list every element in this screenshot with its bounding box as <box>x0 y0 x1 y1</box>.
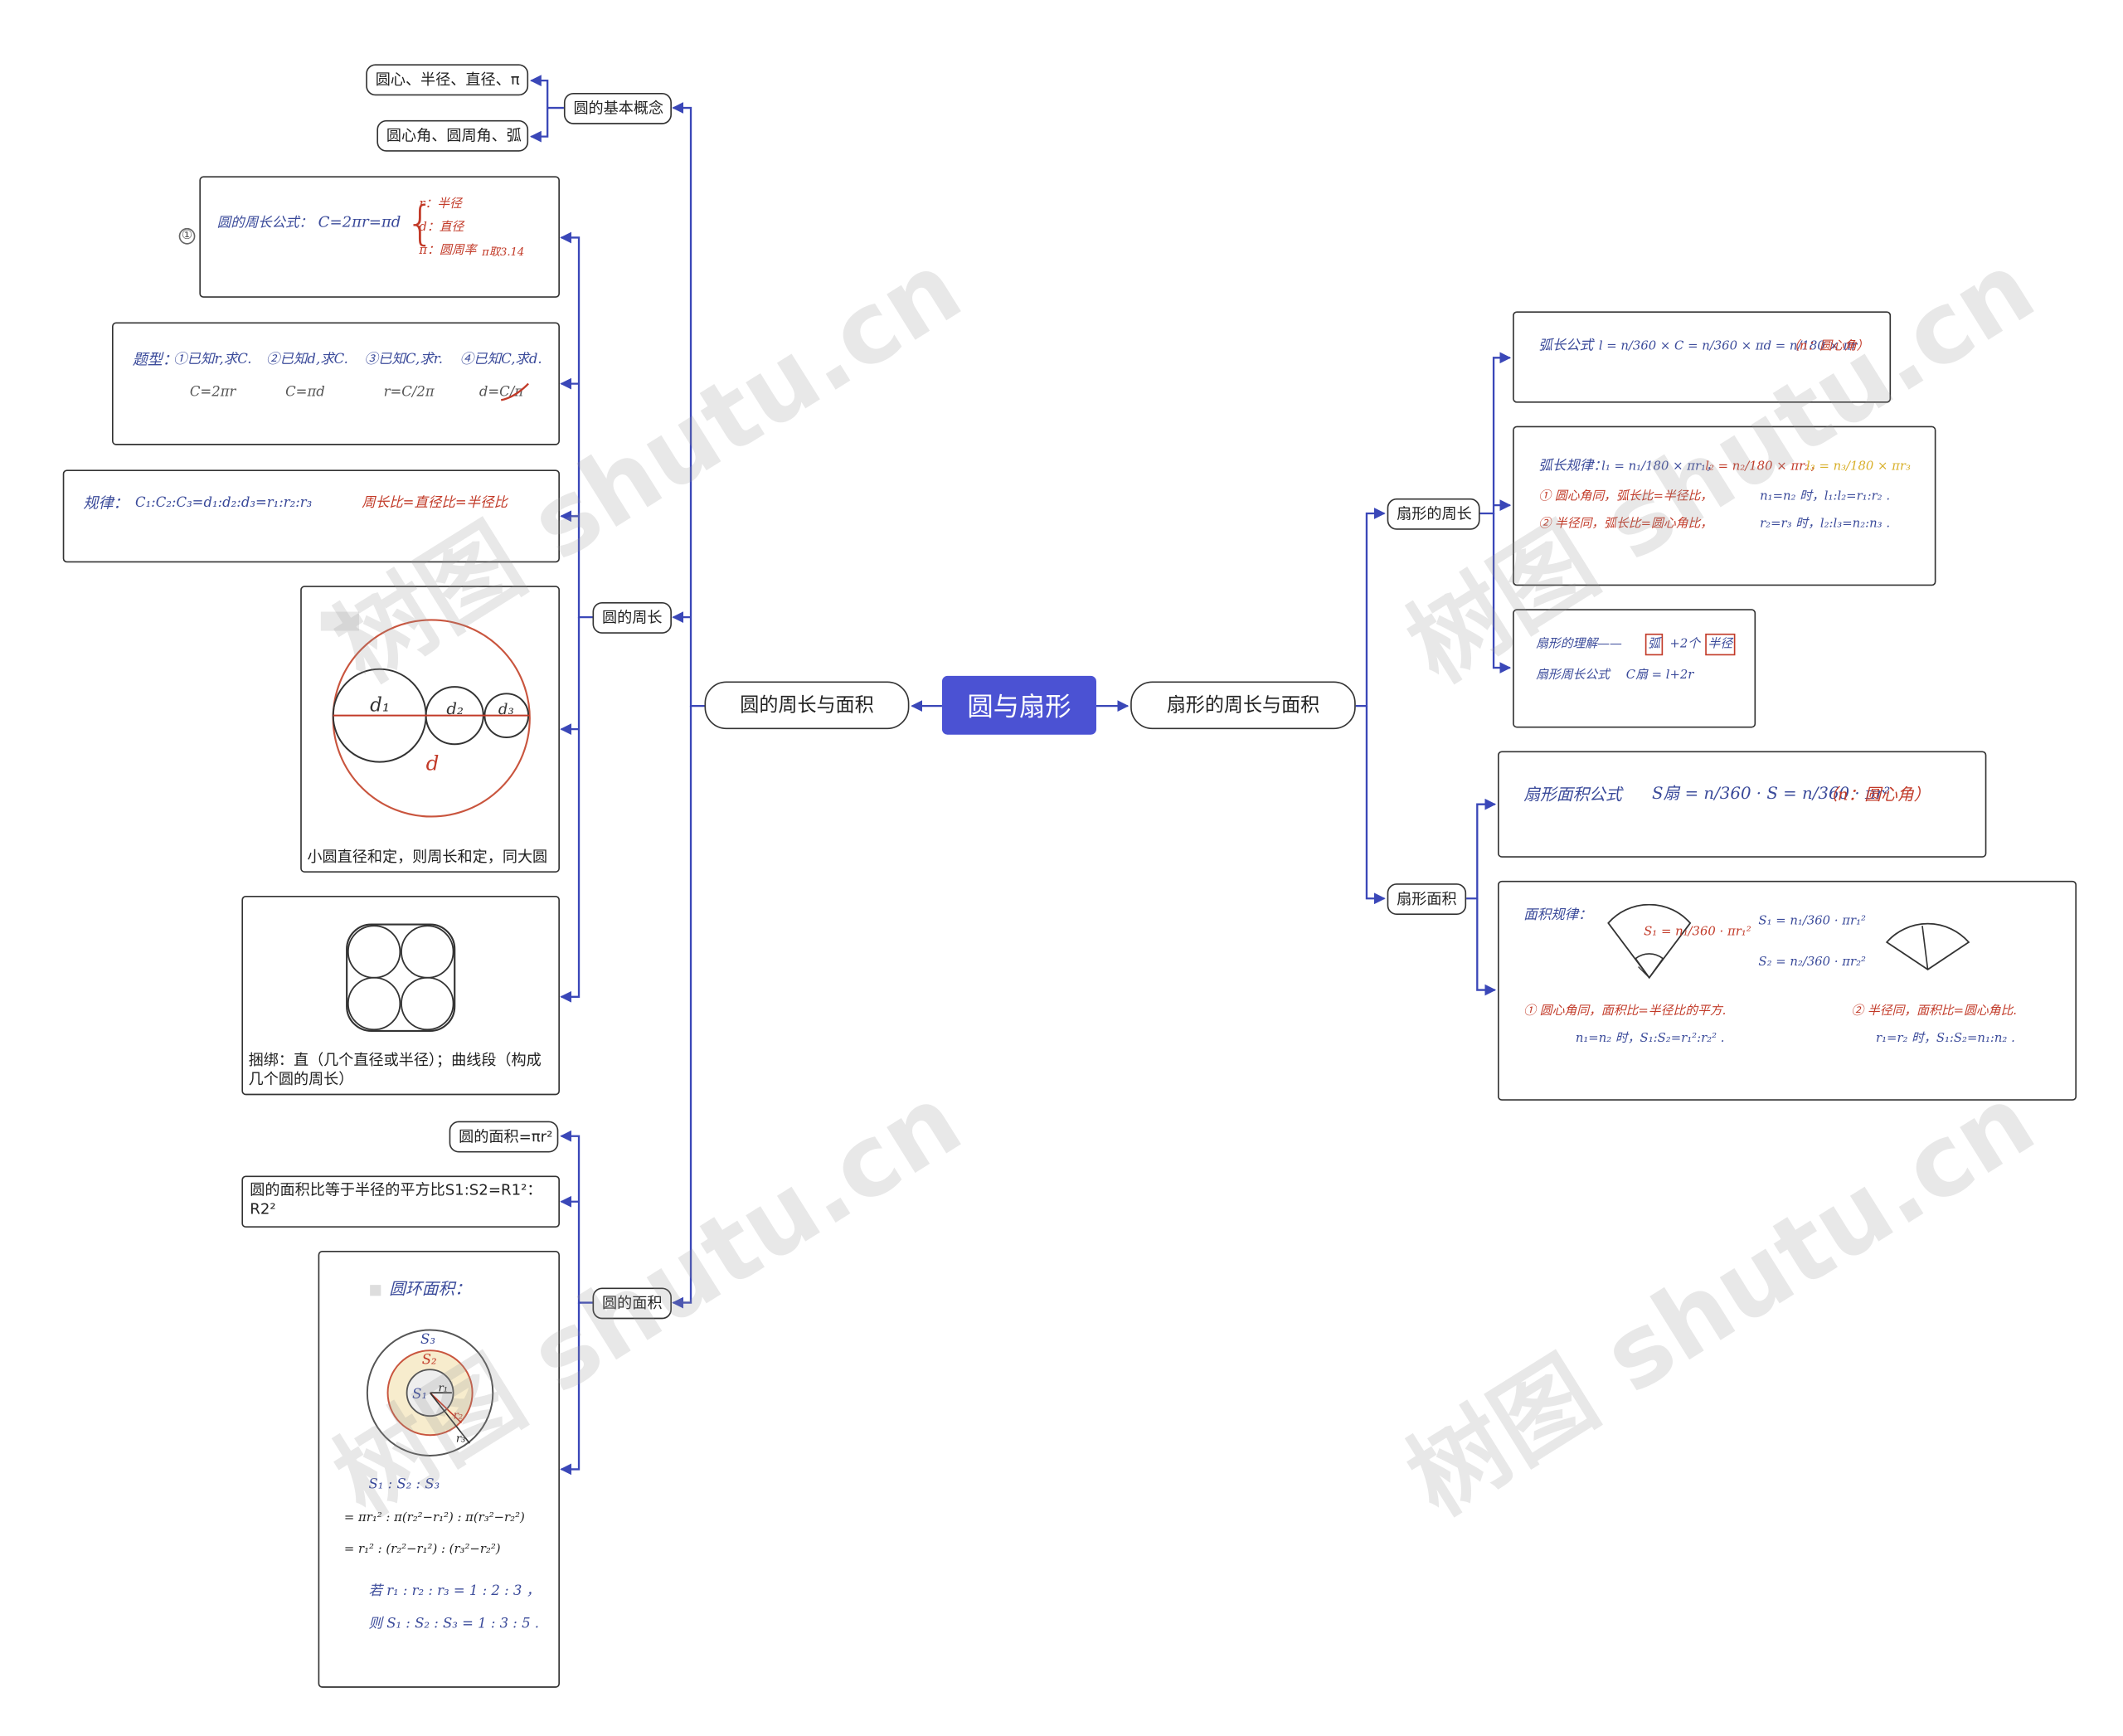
area-diagram-s1: S₁ = n₁/360 · πr₁² <box>1644 926 1751 940</box>
area-rule-c2: ② 半径同，面积比=圆心角比. <box>1851 1004 2018 1019</box>
topic-sector-area[interactable]: 扇形面积 <box>1387 883 1467 916</box>
area-rule-s2: S₂ = n₂/360 · πr₂² <box>1758 956 1866 970</box>
root-topic[interactable]: 圆与扇形 <box>941 675 1096 735</box>
card-perimeter-formula[interactable]: 圆的周长公式： C=2πr=πd { r：半径 d：直径 π：圆周率 π取3.1… <box>199 176 560 298</box>
ring-line-5: 则 S₁ : S₂ : S₃ = 1 : 3 : 5 . <box>368 1617 540 1632</box>
marker-number: ① <box>178 227 196 245</box>
topic-circle-perimeter[interactable]: 圆的周长 <box>592 602 672 634</box>
card-circles-diameter[interactable]: d₁ d₂ d₃ d 小圆直径和定，则周长和定，同大圆 <box>300 586 560 873</box>
ring-line-4: 若 r₁ : r₂ : r₃ = 1 : 2 : 3 ， <box>368 1583 541 1599</box>
topic-center-radius-diameter-pi[interactable]: 圆心、半径、直径、π <box>366 64 529 96</box>
ring-s3: S₃ <box>420 1332 435 1348</box>
area-rule-c1b: n₁=n₂ 时，S₁:S₂=r₁²:r₂² . <box>1575 1032 1725 1047</box>
arc-rule-e1: l₁ = n₁/180 × πr₁， <box>1601 460 1718 474</box>
type-1-formula: C=2πr <box>189 385 236 401</box>
ring-line-3: = r₁² : (r₂²−r₁²) : (r₃²−r₂²) <box>343 1543 501 1557</box>
perimeter-formula-title: 圆的周长公式： <box>216 216 313 231</box>
rule-title: 规律： <box>83 494 129 513</box>
card-sector-area-formula[interactable]: 扇形面积公式 S扇 = n/360 · S = n/360 · πr² （n：圆… <box>1497 751 1987 858</box>
arc-rule-c1: ① 圆心角同，弧长比=半径比， <box>1538 490 1713 504</box>
sector-perimeter-title: 扇形周长公式 <box>1536 669 1610 683</box>
card-sector-area-rule[interactable]: 面积规律： S₁ = n₁/360 · πr₁² S₁ = n₁/360 · π… <box>1497 880 2077 1101</box>
ring-line-2: = πr₁² : π(r₂²−r₁²) : π(r₃²−r₂²) <box>343 1511 525 1525</box>
perimeter-pi-label: π：圆周率 <box>419 244 477 259</box>
card-arc-length-formula[interactable]: 弧长公式 l = n/360 × C = n/360 × πd = n/180 … <box>1513 311 1892 403</box>
blurred-mark <box>320 611 359 631</box>
understand-plus: +2个 <box>1669 637 1701 652</box>
branch-sector-perimeter-area[interactable]: 扇形的周长与面积 <box>1130 681 1356 730</box>
card-perimeter-rule[interactable]: 规律： C₁:C₂:C₃=d₁:d₂:d₃=r₁:r₂:r₃ 周长比=直径比=半… <box>62 469 560 563</box>
arc-rule-e3: l₃ = n₃/180 × πr₃ <box>1806 460 1911 474</box>
sector-area-title: 扇形面积公式 <box>1523 785 1622 805</box>
understand-radius: 半径 <box>1705 633 1736 656</box>
arc-rule-c2b: r₂=r₃ 时，l₂:l₃=n₂:n₃ . <box>1760 517 1891 532</box>
area-rule-title: 面积规律： <box>1523 907 1592 923</box>
arc-rule-c1b: n₁=n₂ 时，l₁:l₂=r₁:r₂ . <box>1760 490 1891 504</box>
card-sector-understanding[interactable]: 扇形的理解—— 弧 +2个 半径 扇形周长公式 C扇 = l+2r <box>1513 609 1756 728</box>
blurred-mark <box>370 1285 381 1296</box>
topic-basic-concepts[interactable]: 圆的基本概念 <box>563 92 672 124</box>
nested-circles-diagram <box>320 611 531 818</box>
understand-arc: 弧 <box>1644 633 1664 656</box>
concentric-rings-diagram <box>366 1329 494 1456</box>
type-2-formula: C=πd <box>285 385 325 401</box>
label-d: d <box>425 751 440 776</box>
area-rule-c1: ① 圆心角同，面积比=半径比的平方. <box>1523 1004 1727 1019</box>
topic-area-ratio[interactable]: 圆的面积比等于半径的平方比S1:S2=R1²：R2² <box>241 1175 560 1228</box>
ring-r2: r₂ <box>453 1408 464 1422</box>
card-arc-length-rule[interactable]: 弧长规律： l₁ = n₁/180 × πr₁， l₂ = n₂/180 × π… <box>1513 425 1936 586</box>
ring-r1: r₁ <box>438 1382 449 1394</box>
label-d3: d₃ <box>498 700 514 718</box>
arc-formula-note: （n：圆心角） <box>1787 339 1869 354</box>
ring-title: 圆环面积： <box>389 1279 471 1299</box>
sector-perimeter-formula: C扇 = l+2r <box>1625 669 1694 683</box>
card-bind-method[interactable]: 捆绑：直（几个直径或半径）；曲线段（构成几个圆的周长） <box>241 895 560 1096</box>
ring-s2: S₂ <box>421 1353 437 1369</box>
perimeter-d-label: d：直径 <box>419 221 464 236</box>
area-rule-s1: S₁ = n₁/360 · πr₁² <box>1758 915 1866 929</box>
arc-formula-expr: l = n/360 × C = n/360 × πd = n/180 × πr <box>1598 339 1858 354</box>
type-1: ①已知r,求C. <box>173 352 252 367</box>
sector-area-expr: S扇 = n/360 · S = n/360 · πr² <box>1652 783 1891 804</box>
arc-formula-title: 弧长公式 <box>1538 338 1594 354</box>
perimeter-pi-value: π取3.14 <box>482 246 525 259</box>
check-mark-icon <box>500 382 529 401</box>
sectors-same-angle-diagram <box>1607 903 1692 980</box>
topic-circle-area[interactable]: 圆的面积 <box>592 1287 672 1320</box>
type-3-formula: r=C/2π <box>383 385 435 401</box>
rule-expression: C₁:C₂:C₃=d₁:d₂:d₃=r₁:r₂:r₃ <box>134 495 313 511</box>
area-rule-c2b: r₁=r₂ 时，S₁:S₂=n₁:n₂ . <box>1876 1032 2015 1047</box>
rule-conclusion: 周长比=直径比=半径比 <box>362 495 508 511</box>
understand-title: 扇形的理解—— <box>1536 637 1622 652</box>
perimeter-r-label: r：半径 <box>419 197 462 212</box>
sector-area-note: （n：圆心角） <box>1821 785 1931 805</box>
circles-caption: 小圆直径和定，则周长和定，同大圆 <box>307 848 548 866</box>
ring-r3: r₃ <box>455 1432 466 1445</box>
topic-central-angle-arc[interactable]: 圆心角、圆周角、弧 <box>377 119 529 152</box>
types-title: 题型： <box>132 351 178 369</box>
ring-line-1: S₁ : S₂ : S₃ <box>368 1477 440 1493</box>
arc-rule-title: 弧长规律： <box>1538 459 1607 474</box>
brace-icon: { <box>405 197 435 251</box>
card-perimeter-types[interactable]: 题型： ①已知r,求C. ②已知d,求C. ③已知C,求r. ④已知C,求d. … <box>111 322 560 445</box>
label-d1: d₁ <box>370 694 391 717</box>
type-2: ②已知d,求C. <box>266 352 348 367</box>
ring-s1: S₁ <box>412 1387 428 1403</box>
branch-circle-perimeter-area[interactable]: 圆的周长与面积 <box>704 681 910 730</box>
topic-sector-perimeter[interactable]: 扇形的周长 <box>1387 498 1480 530</box>
card-ring-area[interactable]: 圆环面积： S₃ S₂ S₁ r₁ r₂ r₃ S₁ : S₂ : S₃ = π… <box>318 1251 560 1688</box>
type-3: ③已知C,求r. <box>364 352 443 367</box>
perimeter-formula-expr: C=2πr=πd <box>318 212 401 231</box>
label-d2: d₂ <box>446 698 464 718</box>
sectors-same-radius-diagram <box>1885 922 1970 970</box>
arc-rule-c2: ② 半径同，弧长比=圆心角比， <box>1538 517 1713 532</box>
topic-area-formula[interactable]: 圆的面积=πr² <box>449 1121 559 1153</box>
arc-rule-e2: l₂ = n₂/180 × πr₂， <box>1705 460 1822 474</box>
bind-caption: 捆绑：直（几个直径或半径）；曲线段（构成几个圆的周长） <box>248 1051 542 1089</box>
type-4: ④已知C,求d. <box>459 352 542 367</box>
four-circles-diagram <box>346 923 456 1033</box>
